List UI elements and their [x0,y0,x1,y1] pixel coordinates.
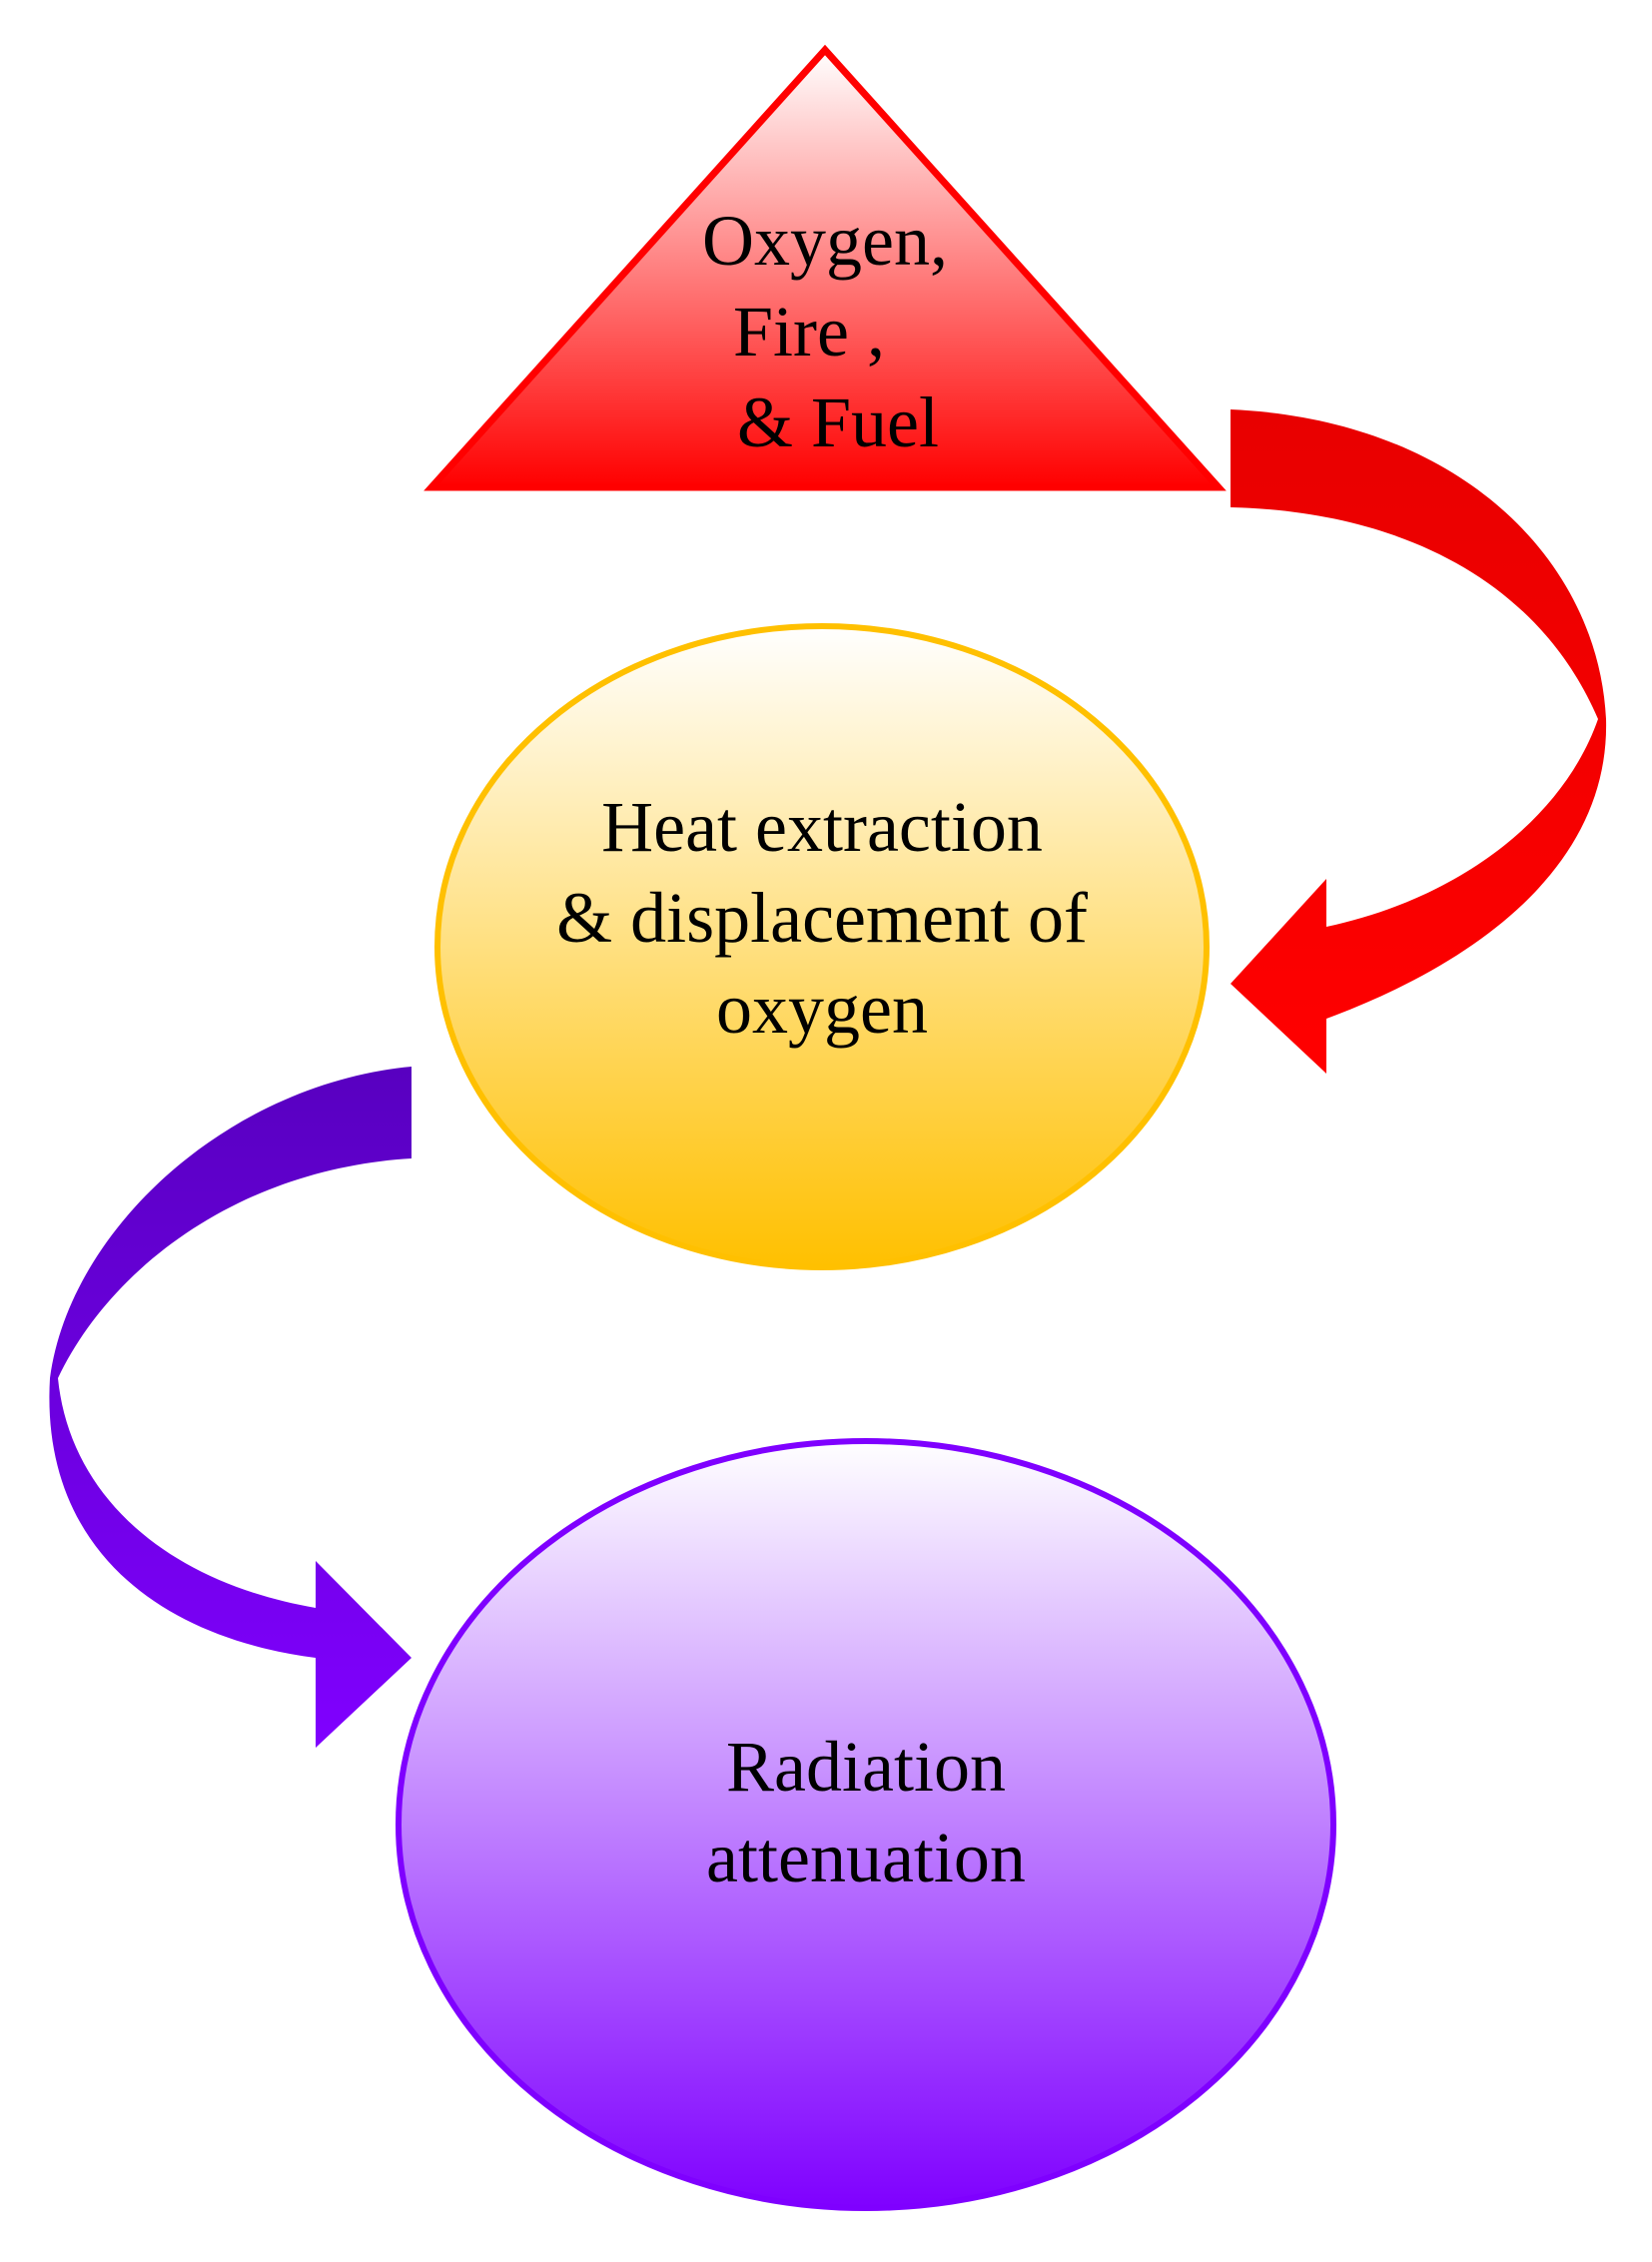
heat-extraction-line-1: Heat extraction [601,787,1043,867]
radiation-attenuation-node: Radiation attenuation [396,1438,1336,2211]
red-curved-arrow [1231,409,1607,1074]
radiation-attenuation-ellipse [396,1438,1336,2211]
purple-curved-arrow [49,1067,413,1748]
fire-triangle-line-1: Oxygen, [702,201,948,281]
fire-triangle-line-2: Fire , [733,292,885,372]
fire-triangle-shape [423,44,1227,491]
fire-triangle-line-3: & Fuel [719,382,939,462]
heat-extraction-line-2: & displacement of [556,878,1088,958]
heat-extraction-line-3: oxygen [716,969,928,1049]
heat-extraction-ellipse [434,623,1210,1270]
radiation-attenuation-line-2: attenuation [706,1818,1026,1897]
heat-extraction-node: Heat extraction & displacement of oxygen [434,623,1210,1270]
radiation-attenuation-line-1: Radiation [726,1727,1006,1807]
fire-triangle-node: Oxygen, Fire , & Fuel [423,44,1227,491]
